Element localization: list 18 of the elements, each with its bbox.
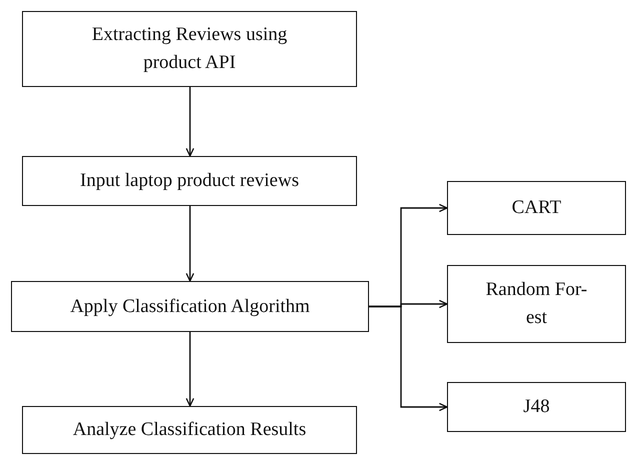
arrow: [186, 332, 194, 407]
box-label: Extracting Reviews using product API: [90, 23, 288, 75]
box-label: Random For- est: [484, 278, 588, 330]
process-box: [11, 281, 369, 332]
process-box: [22, 156, 357, 206]
box-label: Analyze Classification Results: [72, 418, 306, 442]
box-label: CART: [512, 196, 562, 220]
box-label: Apply Classification Algorithm: [70, 294, 310, 319]
process-box: [447, 265, 626, 343]
process-box: [447, 181, 626, 235]
box-label: Input laptop product reviews: [80, 169, 299, 194]
process-box: [447, 382, 626, 432]
process-box: [22, 11, 357, 87]
box-label: J48: [523, 395, 550, 420]
arrow: [186, 206, 194, 282]
process-box: [22, 406, 357, 454]
arrow: [186, 87, 194, 157]
arrow: [369, 306, 448, 412]
